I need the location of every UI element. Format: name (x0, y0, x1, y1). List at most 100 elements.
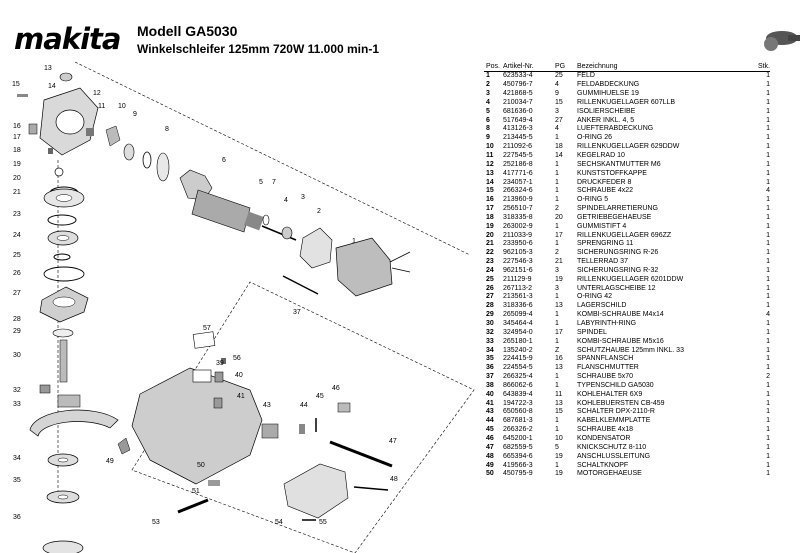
callout-9: 9 (133, 111, 137, 118)
callout-30: 30 (13, 352, 21, 359)
callout-27: 27 (13, 290, 21, 297)
callout-26: 26 (13, 270, 21, 277)
callout-24: 24 (13, 232, 21, 239)
cell-article-number: 665394-6 (503, 452, 533, 460)
cell-article-number: 265099-4 (503, 311, 533, 319)
part-40-41-brush (213, 371, 224, 409)
part-5 (262, 214, 270, 226)
cell-pos: 33 (486, 337, 494, 345)
cell-pos: 24 (486, 266, 494, 274)
callout-25: 25 (13, 252, 21, 259)
cell-article-number: 267113-2 (503, 284, 533, 292)
cell-price-group: 1 (555, 417, 559, 425)
cell-description: GUMMIHUELSE 19 (577, 90, 639, 98)
cell-quantity: 1 (766, 328, 770, 336)
cell-article-number: 213561-3 (503, 293, 533, 301)
cell-description: O-RING 42 (577, 293, 613, 301)
cell-price-group: Z (555, 346, 560, 354)
cell-price-group: 15 (555, 408, 563, 416)
cell-description: UNTERLAGSCHEIBE 12 (577, 284, 656, 292)
callout-45: 45 (316, 393, 324, 400)
cell-price-group: 20 (555, 213, 563, 221)
cell-article-number: 324954-0 (503, 328, 533, 336)
cell-article-number: 643839-4 (503, 390, 533, 398)
cell-quantity: 1 (766, 90, 770, 98)
cell-description: KOHLEHALTER 6X9 (577, 390, 643, 398)
cell-quantity: 1 (766, 196, 770, 204)
cell-description: KOMBI-SCHRAUBE M5x16 (577, 337, 664, 345)
cell-article-number: 413126-3 (503, 125, 533, 133)
cell-description: O-RING 5 (577, 196, 609, 204)
col-header-article: Artikel-Nr. (503, 63, 534, 70)
part-34-guard (29, 394, 119, 437)
cell-article-number: 256510-7 (503, 205, 533, 213)
cell-quantity: 1 (766, 222, 770, 230)
part-19 (48, 148, 53, 154)
cell-quantity: 4 (766, 311, 770, 319)
brand-logo: makita (14, 22, 121, 56)
cell-pos: 46 (486, 434, 494, 442)
callout-48: 48 (390, 476, 398, 483)
model-subtitle: Winkelschleifer 125mm 720W 11.000 min-1 (137, 42, 380, 56)
cell-pos: 44 (486, 417, 494, 425)
callout-8: 8 (165, 126, 169, 133)
cell-price-group: 1 (555, 461, 559, 469)
part-36 (46, 490, 80, 504)
cell-price-group: 13 (555, 399, 563, 407)
exploded-parts-diagram: 1234567891011121314151617181920212324252… (12, 61, 475, 553)
cell-quantity: 1 (766, 452, 770, 460)
cell-quantity: 1 (766, 81, 770, 89)
cell-price-group: 9 (555, 90, 559, 98)
part-flange-lower (42, 540, 84, 553)
cell-article-number: 682559-5 (503, 443, 533, 451)
cell-price-group: 1 (555, 169, 559, 177)
tool-thumbnail-icon (764, 31, 800, 51)
cell-quantity: 1 (766, 240, 770, 248)
part-30 (52, 328, 74, 338)
callout-14: 14 (48, 83, 56, 90)
cell-description: SCHRAUBE 5x70 (577, 373, 634, 381)
callout-19: 19 (13, 161, 21, 168)
part-53 (177, 498, 209, 514)
cell-quantity: 1 (766, 169, 770, 177)
cell-article-number: 417771-6 (503, 169, 533, 177)
cell-article-number: 224415-9 (503, 355, 533, 363)
cell-article-number: 224554-5 (503, 364, 533, 372)
cell-article-number: 421868-5 (503, 90, 533, 98)
cell-price-group: 11 (555, 390, 563, 398)
cell-price-group: 15 (555, 98, 563, 106)
callout-1: 1 (352, 238, 356, 245)
callout-44: 44 (300, 402, 308, 409)
cell-pos: 14 (486, 178, 494, 186)
cell-quantity: 1 (766, 178, 770, 186)
cell-article-number: 211092-6 (503, 143, 533, 151)
cell-quantity: 1 (766, 346, 770, 354)
part-33 (39, 384, 51, 394)
cell-quantity: 1 (766, 98, 770, 106)
cell-pos: 17 (486, 205, 494, 213)
part-6-armature (179, 169, 297, 241)
cell-quantity: 1 (766, 293, 770, 301)
cell-quantity: 1 (766, 390, 770, 398)
cell-description: SCHALTKNOPF (577, 461, 629, 469)
part-38 (192, 369, 212, 383)
part-32-spindle (59, 339, 68, 383)
cell-pos: 13 (486, 169, 494, 177)
cell-price-group: 4 (555, 125, 559, 133)
cell-pos: 9 (486, 134, 490, 142)
cell-quantity: 1 (766, 160, 770, 168)
cell-pos: 22 (486, 249, 494, 257)
cell-pos: 37 (486, 373, 494, 381)
callout-39: 39 (216, 360, 224, 367)
cell-price-group: 5 (555, 443, 559, 451)
